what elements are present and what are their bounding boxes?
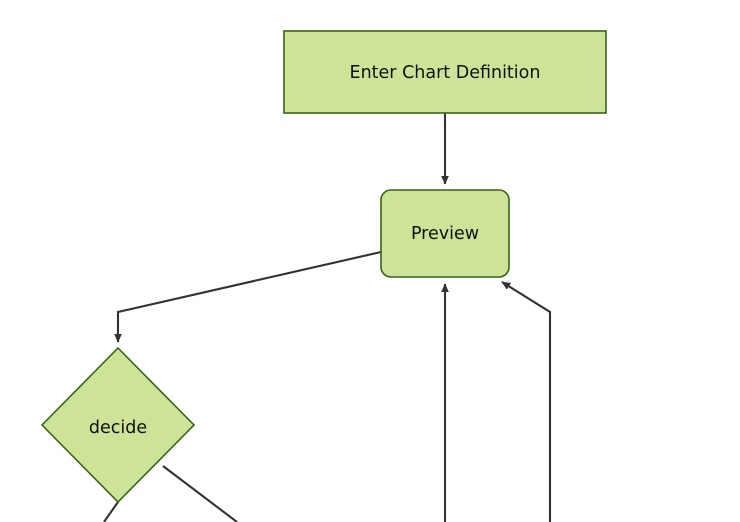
node-decide-label: decide — [89, 418, 147, 438]
node-decide-shape[interactable] — [40, 346, 196, 504]
node-enter-chart-definition-label: Enter Chart Definition — [350, 63, 541, 83]
node-preview-label: Preview — [411, 224, 479, 244]
node-enter-chart-definition[interactable]: Enter Chart Definition — [283, 30, 607, 114]
edge-decide-bottom-right — [162, 465, 238, 522]
edge-decide-bottom-left — [103, 501, 119, 522]
node-preview[interactable]: Preview — [380, 189, 510, 278]
node-enter-chart-definition-shape[interactable] — [283, 30, 607, 114]
node-preview-shape[interactable] — [380, 189, 510, 278]
edge-group — [103, 113, 552, 522]
node-decide[interactable]: decide — [40, 346, 196, 504]
edge-preview-to-decide — [114, 250, 382, 343]
edge-return-right-to-preview — [501, 281, 552, 522]
